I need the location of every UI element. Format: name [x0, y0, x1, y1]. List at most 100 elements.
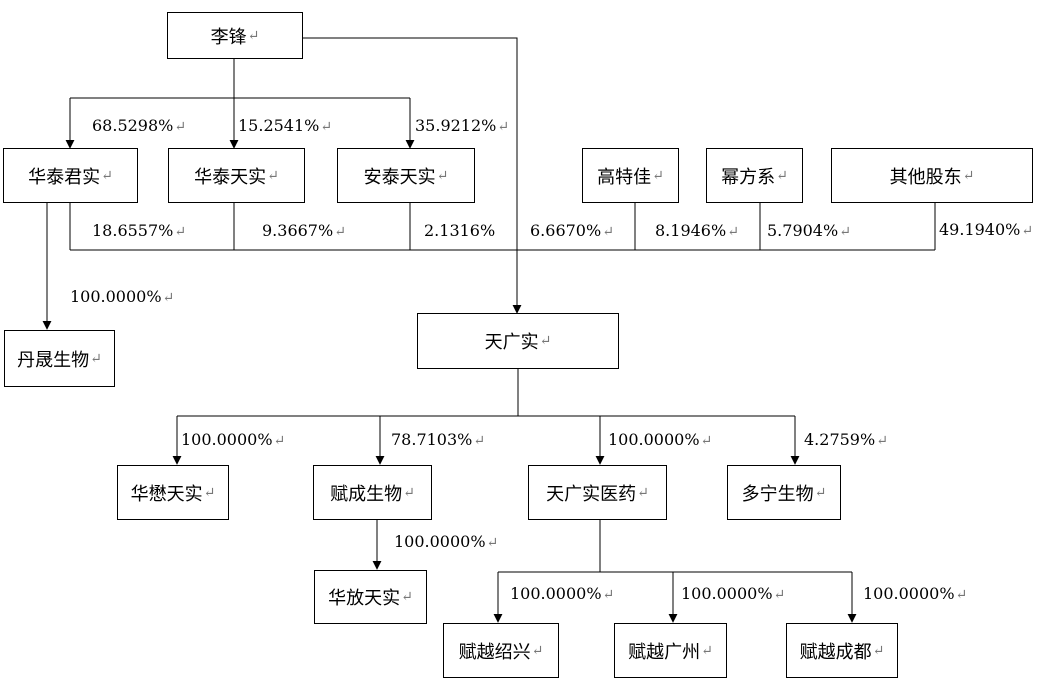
paragraph-mark-icon: ↵ [637, 484, 649, 501]
pct-li-to-antai-tianshi: 35.9212%↵ [415, 116, 510, 135]
entity-huatai-tianshi: 华泰天实↵ [168, 148, 305, 203]
paragraph-mark-icon: ↵ [602, 587, 615, 603]
pct-value: 4.2759% [804, 430, 876, 449]
paragraph-mark-icon: ↵ [203, 484, 216, 501]
paragraph-mark-icon: ↵ [473, 433, 486, 449]
entity-gaotejia: 高特佳↵ [582, 148, 679, 203]
pct-pharma-to-shaoxing: 100.0000%↵ [510, 584, 615, 603]
entity-label: 华泰君实 [28, 166, 101, 188]
paragraph-mark-icon: ↵ [872, 642, 885, 659]
entity-mifangxi: 幂方系↵ [706, 148, 803, 203]
pct-value: 100.0000% [681, 584, 773, 603]
entity-label: 多宁生物 [741, 483, 814, 505]
paragraph-mark-icon: ↵ [700, 433, 713, 449]
pct-value: 9.3667% [262, 221, 334, 240]
pct-tgs-to-duoning: 4.2759%↵ [804, 430, 888, 449]
pct-value: 5.7904% [767, 221, 839, 240]
pct-value: 100.0000% [863, 584, 955, 603]
pct-li-to-huatai-junshi: 68.5298%↵ [92, 116, 187, 135]
paragraph-mark-icon: ↵ [776, 167, 788, 184]
pct-value: 2.1316% [424, 221, 496, 240]
paragraph-mark-icon: ↵ [1021, 223, 1034, 239]
paragraph-mark-icon: ↵ [701, 642, 713, 659]
entity-label: 赋越广州 [628, 641, 701, 663]
pct-tgs-to-fucheng: 78.7103%↵ [391, 430, 486, 449]
paragraph-mark-icon: ↵ [273, 433, 286, 449]
entity-label: 赋成生物 [330, 483, 403, 505]
paragraph-mark-icon: ↵ [162, 290, 175, 306]
pct-mifangxi-to-tianguangshi: 5.7904%↵ [767, 221, 851, 240]
pct-value: 35.9212% [415, 116, 497, 135]
pct-value: 6.6670% [530, 221, 602, 240]
entity-fuyue-shaoxing: 赋越绍兴↵ [443, 623, 559, 678]
paragraph-mark-icon: ↵ [247, 27, 260, 44]
entity-label: 安泰天实 [363, 166, 436, 188]
paragraph-mark-icon: ↵ [486, 535, 499, 551]
entity-huamao-tianshi: 华懋天实↵ [117, 465, 229, 520]
paragraph-mark-icon: ↵ [773, 587, 786, 603]
entity-label: 赋越成都 [799, 641, 872, 663]
entity-label: 华懋天实 [130, 483, 203, 505]
entity-fuyue-chengdu: 赋越成都↵ [786, 623, 898, 678]
pct-gaotejia-to-tianguangshi: 8.1946%↵ [655, 221, 739, 240]
paragraph-mark-icon: ↵ [652, 167, 664, 184]
entity-label: 高特佳 [597, 166, 652, 188]
paragraph-mark-icon: ↵ [90, 350, 102, 367]
pct-antai-to-tianguangshi: 2.1316% [424, 223, 495, 239]
paragraph-mark-icon: ↵ [539, 333, 552, 349]
paragraph-mark-icon: ↵ [174, 119, 187, 135]
entity-label: 其他股东 [889, 166, 962, 188]
paragraph-mark-icon: ↵ [531, 642, 544, 659]
entity-dansheng-bio: 丹晟生物↵ [4, 330, 115, 387]
entity-label: 赋越绍兴 [458, 641, 531, 663]
entity-label: 华泰天实 [194, 166, 267, 188]
pct-tgs-to-pharma: 100.0000%↵ [608, 430, 713, 449]
paragraph-mark-icon: ↵ [839, 224, 851, 240]
pct-tianshi-to-tianguangshi: 9.3667%↵ [262, 221, 346, 240]
entity-antai-tianshi: 安泰天实↵ [337, 148, 475, 203]
pct-junshi-to-dansheng: 100.0000%↵ [70, 289, 175, 306]
paragraph-mark-icon: ↵ [602, 224, 614, 240]
pct-value: 68.5298% [92, 116, 174, 135]
pct-value: 15.2541% [238, 116, 320, 135]
paragraph-mark-icon: ↵ [436, 167, 449, 184]
pct-value: 100.0000% [394, 532, 486, 551]
pct-tgs-to-huamao: 100.0000%↵ [181, 430, 286, 449]
pct-pharma-to-guangzhou: 100.0000%↵ [681, 584, 786, 603]
pct-li-to-huatai-tianshi: 15.2541%↵ [238, 116, 333, 135]
entity-tianguangshi: 天广实↵ [417, 313, 619, 369]
pct-value: 18.6557% [92, 221, 174, 240]
entity-label: 天广实 [484, 332, 539, 353]
pct-li-to-tianguangshi: 6.6670%↵ [530, 221, 614, 240]
paragraph-mark-icon: ↵ [101, 167, 113, 184]
paragraph-mark-icon: ↵ [497, 119, 510, 135]
entity-label: 李锋 [210, 26, 247, 48]
entity-label: 丹晟生物 [17, 349, 90, 371]
pct-value: 49.1940% [939, 220, 1021, 239]
entity-tianguangshi-pharma: 天广实医药↵ [528, 465, 667, 520]
paragraph-mark-icon: ↵ [401, 589, 413, 605]
pct-value: 100.0000% [510, 584, 602, 603]
pct-fucheng-to-huafang: 100.0000%↵ [394, 532, 499, 551]
paragraph-mark-icon: ↵ [955, 587, 968, 603]
paragraph-mark-icon: ↵ [267, 167, 279, 184]
pct-value: 78.7103% [391, 430, 473, 449]
pct-value: 100.0000% [608, 430, 700, 449]
paragraph-mark-icon: ↵ [174, 224, 187, 240]
arrow-li-to-tianguangshi [302, 37, 522, 314]
pct-others-to-tianguangshi: 49.1940%↵ [939, 220, 1034, 239]
entity-label: 幂方系 [721, 166, 776, 188]
pct-value: 8.1946% [655, 221, 727, 240]
paragraph-mark-icon: ↵ [727, 224, 739, 240]
pct-value: 100.0000% [181, 430, 273, 449]
entity-huafang-tianshi: 华放天实↵ [314, 570, 427, 624]
paragraph-mark-icon: ↵ [320, 119, 333, 135]
pct-junshi-to-tianguangshi: 18.6557%↵ [92, 221, 187, 240]
entity-fuyue-guangzhou: 赋越广州↵ [614, 623, 727, 678]
entity-label: 天广实医药 [546, 483, 637, 505]
entity-fucheng-bio: 赋成生物↵ [313, 465, 432, 520]
paragraph-mark-icon: ↵ [814, 484, 827, 501]
paragraph-mark-icon: ↵ [334, 224, 346, 240]
